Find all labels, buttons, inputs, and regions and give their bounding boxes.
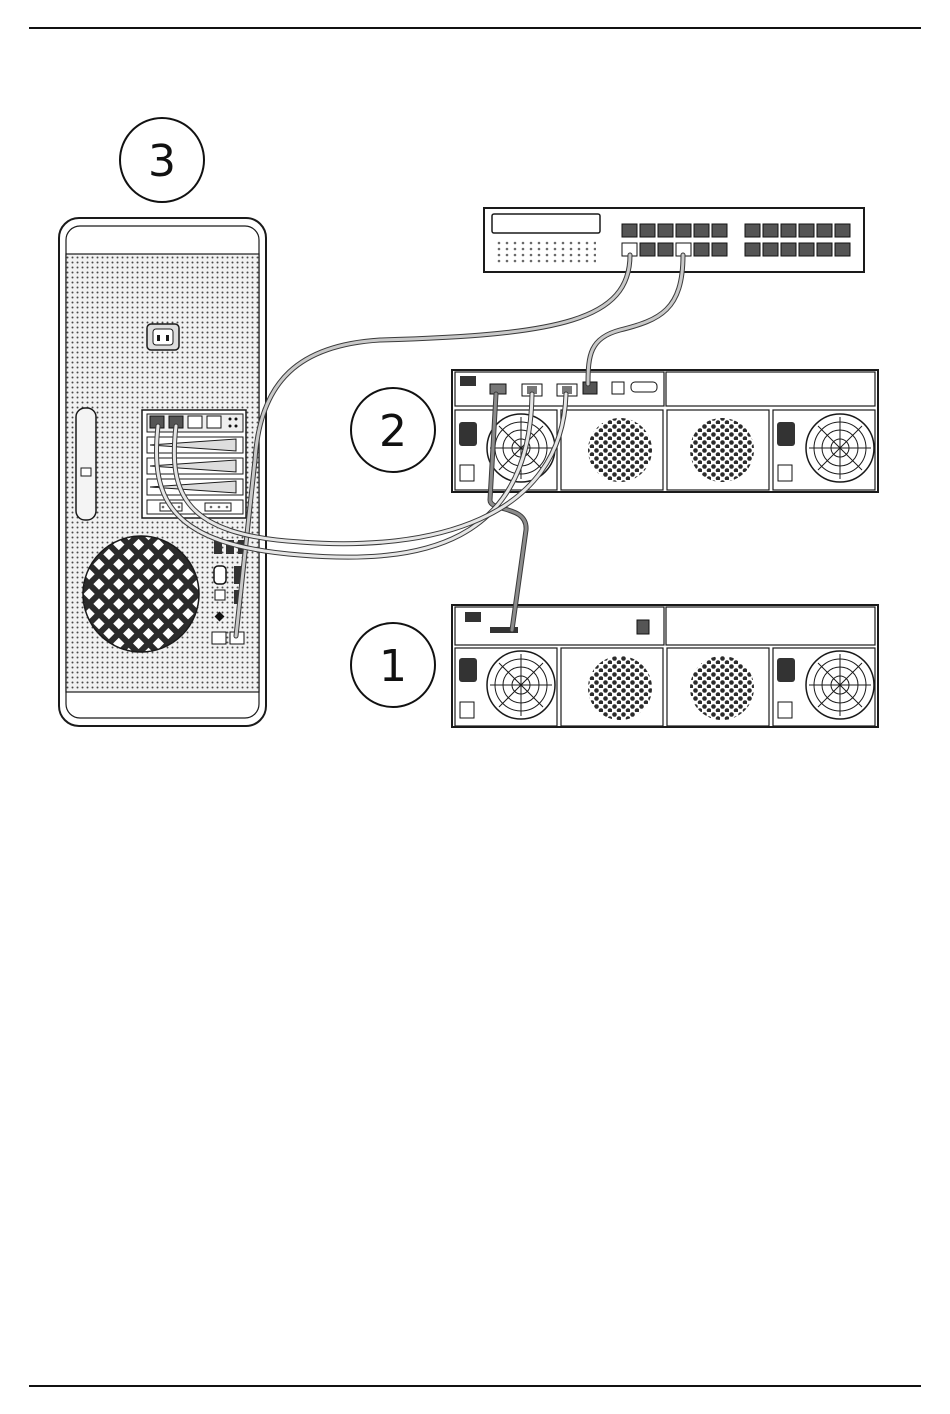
- expansion-enclosure: [452, 605, 878, 727]
- callout-1: 1: [351, 623, 435, 707]
- computer-tower: [59, 218, 266, 726]
- side-latch-icon: [76, 408, 96, 520]
- callout-1-label: 1: [379, 641, 407, 692]
- callout-2-label: 2: [379, 406, 407, 457]
- power-socket-icon: [147, 324, 179, 350]
- callout-2: 2: [351, 388, 435, 472]
- fan-grille: [83, 536, 199, 652]
- callout-3: 3: [120, 118, 204, 202]
- cable-switch-to-raid: [588, 255, 683, 384]
- callout-3-label: 3: [148, 136, 176, 187]
- ethernet-switch: [484, 208, 864, 272]
